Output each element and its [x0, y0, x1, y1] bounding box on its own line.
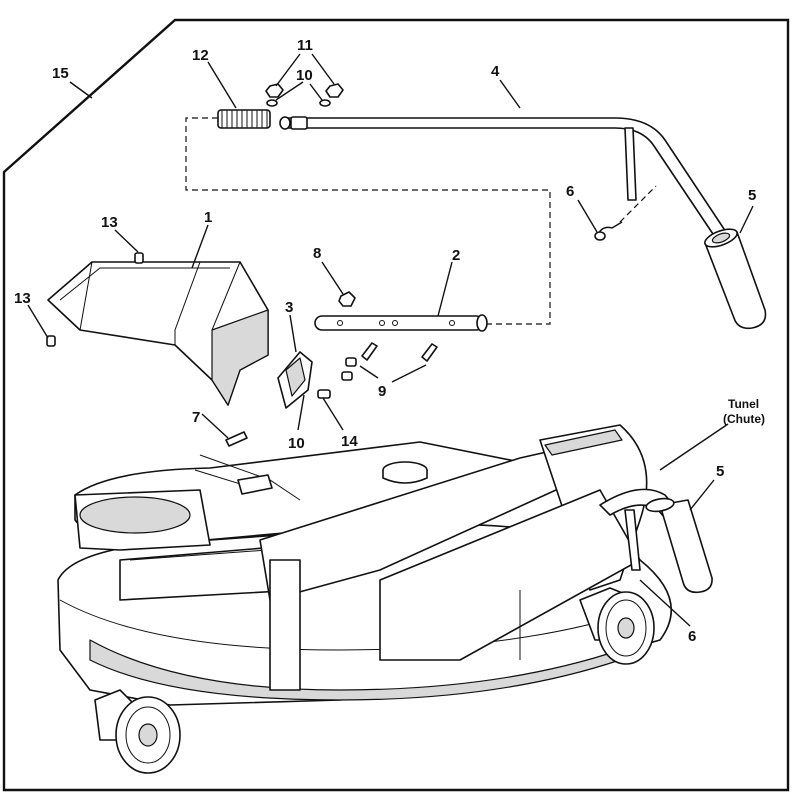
diagram-frame	[2, 18, 790, 792]
callout-7: 7	[192, 409, 200, 426]
callout-5-top: 5	[748, 187, 756, 204]
callout-4: 4	[491, 63, 500, 80]
callout-10-top: 10	[296, 67, 313, 84]
callout-labels: 15 12 11 10 4 6 5 13 1 13 8 2 3 9 7 10 1…	[14, 37, 765, 645]
assembly-dash-line	[185, 117, 551, 325]
callout-9: 9	[378, 383, 386, 400]
leader-15	[69, 81, 93, 99]
callout-13-top: 13	[101, 214, 118, 231]
mount-bracket	[277, 351, 313, 409]
mower-deck	[57, 424, 673, 706]
callout-6-top: 6	[566, 183, 574, 200]
callout-6-bottom: 6	[688, 628, 696, 645]
clip-pin	[594, 221, 623, 241]
callout-8: 8	[313, 245, 321, 262]
bolts	[225, 342, 438, 447]
callout-14: 14	[341, 433, 358, 450]
leader-lines	[27, 53, 754, 627]
callout-12: 12	[192, 47, 209, 64]
deflector-screws	[46, 252, 144, 347]
callout-10-mid: 10	[288, 435, 305, 452]
callout-2: 2	[452, 247, 460, 264]
callout-5-bottom: 5	[716, 463, 724, 480]
callout-13-left: 13	[14, 290, 31, 307]
nut-8	[338, 291, 356, 307]
deflector-housing	[47, 261, 269, 406]
callout-15: 15	[52, 65, 69, 82]
chute-label-name: Tunel	[728, 397, 759, 411]
pin-path	[619, 185, 657, 223]
callout-3: 3	[285, 299, 293, 316]
rear-wheel	[579, 587, 655, 665]
chute-label-english: (Chute)	[723, 412, 765, 426]
callout-1: 1	[204, 209, 212, 226]
callout-11: 11	[297, 37, 313, 54]
handle-grip	[704, 228, 767, 330]
front-wheel	[94, 689, 181, 774]
deck-handle	[599, 488, 713, 594]
spring	[217, 109, 271, 129]
pivot-tube	[314, 314, 488, 332]
handle-rod	[279, 116, 729, 241]
nuts-and-washers	[265, 83, 344, 107]
